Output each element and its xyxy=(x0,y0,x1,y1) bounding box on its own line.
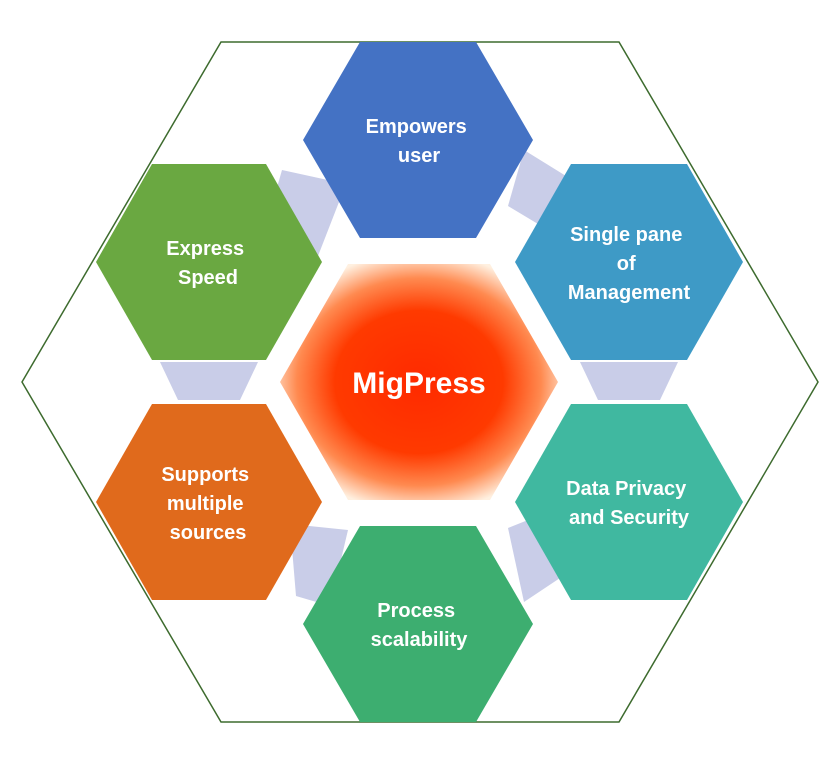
label-line: user xyxy=(398,145,440,167)
hexagon-label: Single pane of Management xyxy=(568,224,691,304)
hexagon-label: Data Privacy and Security xyxy=(566,478,692,529)
label-line: of xyxy=(617,253,636,275)
center-label: MigPress xyxy=(352,367,485,400)
label-line: Empowers xyxy=(366,116,467,138)
hexagon-label: Express Speed xyxy=(166,238,249,289)
center-hexagon-glow xyxy=(280,264,558,500)
label-line: Management xyxy=(568,282,691,304)
label-line: Supports xyxy=(161,464,249,486)
label-line: scalability xyxy=(371,629,469,651)
hexagon-express-speed: Express Speed xyxy=(96,164,322,360)
hexagon-shape xyxy=(303,526,533,722)
label-line: Data Privacy xyxy=(566,478,687,500)
label-line: Speed xyxy=(178,267,238,289)
outer-frame-hexagon xyxy=(21,41,819,723)
hexagon-label: Supports multiple sources xyxy=(161,464,254,544)
label-line: Process xyxy=(377,600,455,622)
center-hexagon-migpress: MigPress xyxy=(280,264,558,500)
label-line: multiple xyxy=(167,493,244,515)
connector-right xyxy=(580,362,678,400)
hexagon-data-privacy-and-security: Data Privacy and Security xyxy=(515,404,743,600)
hexagon-label: Empowers user xyxy=(366,116,473,167)
hexagon-single-pane-of-management: Single pane of Management xyxy=(515,164,743,360)
label-line: Express xyxy=(166,238,244,260)
hexagon-empowers-user: Empowers user xyxy=(303,42,533,238)
hexagon-shape xyxy=(96,404,322,600)
hexagon-label: Process scalability xyxy=(371,600,469,651)
hexagon-shape xyxy=(515,164,743,360)
hexagon-supports-multiple-sources: Supports multiple sources xyxy=(96,404,322,600)
label-line: and Security xyxy=(569,507,690,529)
label-line: sources xyxy=(170,522,247,544)
hexagon-shape xyxy=(96,164,322,360)
hexagon-process-scalability: Process scalability xyxy=(303,526,533,722)
hexagon-shape xyxy=(515,404,743,600)
label-line: Single pane xyxy=(570,224,682,246)
connector-left xyxy=(160,362,258,400)
hexagon-shape xyxy=(303,42,533,238)
